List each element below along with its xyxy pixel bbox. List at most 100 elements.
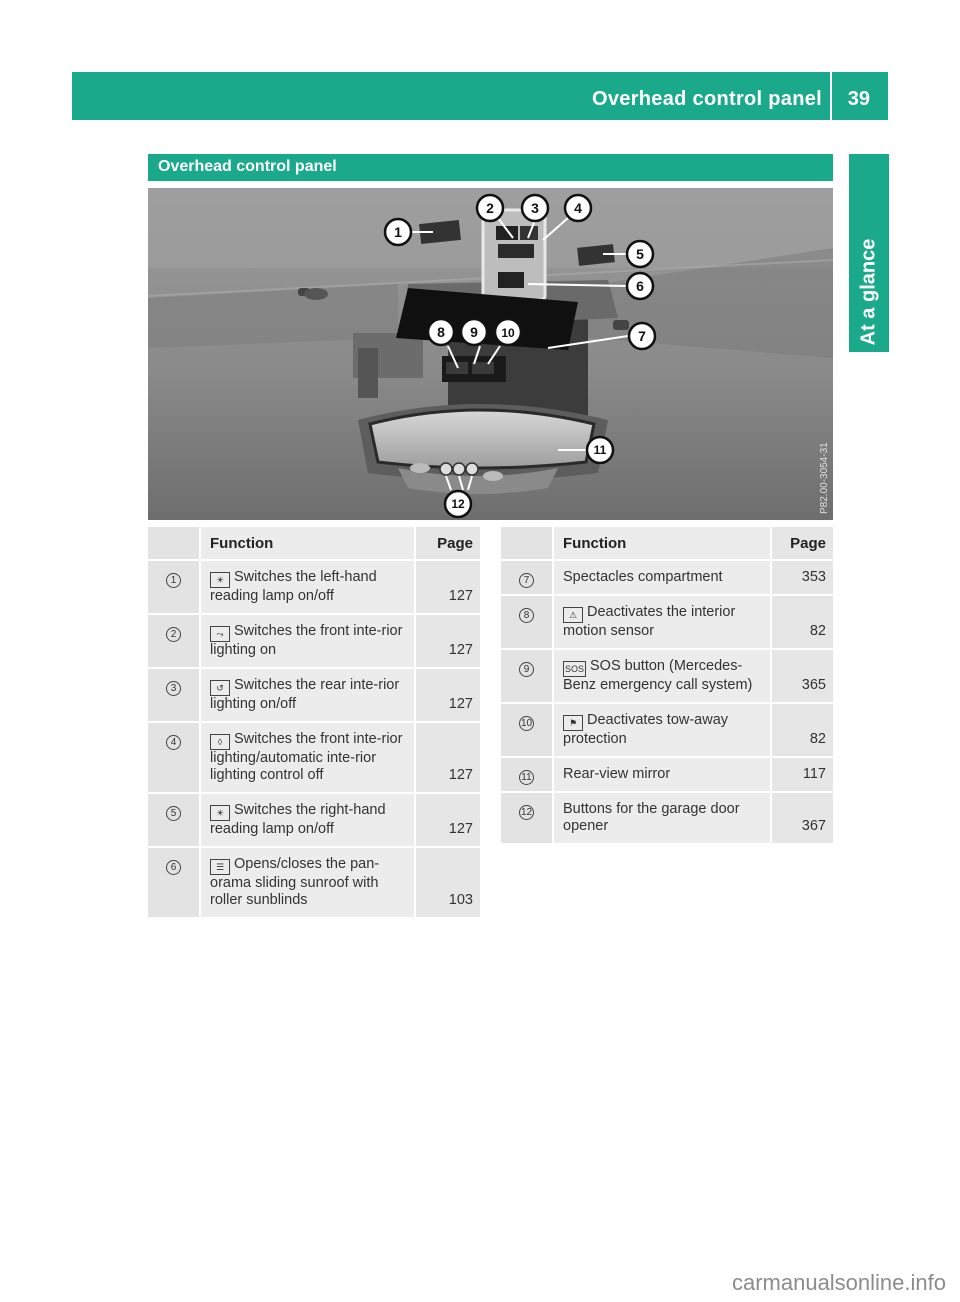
page-cell: 103 xyxy=(415,847,480,919)
callout-9: 9 xyxy=(459,317,489,347)
function-cell: ☰Opens/closes the pan-orama sliding sunr… xyxy=(200,847,416,919)
page-cell: 82 xyxy=(771,703,833,758)
page-cell: 127 xyxy=(415,560,480,615)
item-number-cell: 10 xyxy=(501,703,554,758)
table-row: 12 Buttons for the garage door opener 367 xyxy=(501,792,833,845)
table-row: 1 ☀Switches the left-hand reading lamp on… xyxy=(148,560,480,615)
callout-7: 7 xyxy=(627,321,657,351)
item-number-cell: 1 xyxy=(148,560,201,615)
item-number-cell: 6 xyxy=(148,847,201,919)
header-page: Page xyxy=(415,527,480,561)
function-text: Buttons for the garage door opener xyxy=(563,801,740,834)
page-cell: 353 xyxy=(771,560,833,596)
callout-11: 11 xyxy=(585,435,615,465)
header-number xyxy=(501,527,554,561)
sos-icon: SOS xyxy=(563,661,587,677)
item-number-cell: 3 xyxy=(148,668,201,723)
item-number-cell: 7 xyxy=(501,560,554,596)
table-row: 8 ⚠Deactivates the interior motion sensor… xyxy=(501,595,833,650)
callout-5: 5 xyxy=(625,239,655,269)
function-cell: Rear-view mirror xyxy=(553,757,772,793)
function-cell: Buttons for the garage door opener xyxy=(553,792,772,845)
item-number-badge: 3 xyxy=(166,681,181,696)
function-text: Deactivates tow-away protection xyxy=(563,712,729,747)
header-number xyxy=(148,527,201,561)
header-function: Function xyxy=(553,527,772,561)
item-number-badge: 1 xyxy=(166,573,181,588)
function-text: SOS button (Mercedes-Benz emergency call… xyxy=(563,658,753,693)
page-cell: 367 xyxy=(771,792,833,845)
table-row: 2 ⤳Switches the front inte-rior lighting … xyxy=(148,614,480,669)
table-row: 6 ☰Opens/closes the pan-orama sliding sun… xyxy=(148,847,480,919)
item-number-badge: 6 xyxy=(166,860,181,875)
sunroof-icon: ☰ xyxy=(210,859,230,875)
page-cell: 127 xyxy=(415,722,480,794)
svg-text:7: 7 xyxy=(638,328,646,344)
page-cell: 82 xyxy=(771,595,833,650)
side-tab-label: At a glance xyxy=(857,238,880,346)
function-text: Switches the front inte-rior lighting/au… xyxy=(210,731,403,783)
page-cell: 117 xyxy=(771,757,833,793)
function-text: Spectacles compartment xyxy=(563,569,723,585)
item-number-cell: 4 xyxy=(148,722,201,794)
item-number-badge: 12 xyxy=(519,805,534,820)
item-number-cell: 2 xyxy=(148,614,201,669)
item-number-badge: 2 xyxy=(166,627,181,642)
table-row: 7 Spectacles compartment 353 xyxy=(501,560,833,596)
item-number-badge: 10 xyxy=(519,716,534,731)
function-cell: ⚠Deactivates the interior motion sensor xyxy=(553,595,772,650)
function-cell: Spectacles compartment xyxy=(553,560,772,596)
callout-2: 2 xyxy=(475,193,505,223)
callout-10: 10 xyxy=(493,317,523,347)
tow-away-off-icon: ⚑ xyxy=(563,715,583,731)
lighting-off-icon: ◊ xyxy=(210,734,230,750)
side-tab xyxy=(849,154,889,352)
function-cell: ⤳Switches the front inte-rior lighting o… xyxy=(200,614,416,669)
header-divider xyxy=(830,72,832,120)
page-header-bar: Overhead control panel 39 xyxy=(72,72,888,120)
item-number-badge: 9 xyxy=(519,662,534,677)
svg-text:4: 4 xyxy=(574,200,582,216)
function-text: Deactivates the interior motion sensor xyxy=(563,604,736,639)
table-row: 3↺Switches the rear inte-rior lighting o… xyxy=(148,668,480,723)
function-text: Switches the right-hand reading lamp on/… xyxy=(210,802,386,837)
callout-6: 6 xyxy=(625,271,655,301)
page-cell: 365 xyxy=(771,649,833,704)
page-cell: 127 xyxy=(415,668,480,723)
svg-text:10: 10 xyxy=(501,326,515,340)
section-header: Overhead control panel xyxy=(148,154,833,181)
callout-3: 3 xyxy=(520,193,550,223)
function-text: Opens/closes the pan-orama sliding sunro… xyxy=(210,856,380,908)
header-function: Function xyxy=(200,527,416,561)
figure-code: P82.00-3054-31 xyxy=(819,442,830,514)
overhead-panel-photo: 1 2 3 4 5 6 7 8 9 10 11 12 P82.00-3054-3… xyxy=(148,188,833,520)
item-number-badge: 5 xyxy=(166,806,181,821)
svg-text:6: 6 xyxy=(636,278,644,294)
item-number-badge: 7 xyxy=(519,573,534,588)
page-cell: 127 xyxy=(415,793,480,848)
function-text: Switches the left-hand reading lamp on/o… xyxy=(210,569,377,604)
table-row: 4 ◊Switches the front inte-rior lighting/… xyxy=(148,722,480,794)
svg-text:8: 8 xyxy=(437,324,445,340)
item-number-badge: 8 xyxy=(519,608,534,623)
function-text: Switches the front inte-rior lighting on xyxy=(210,623,403,658)
function-table-left: Function Page 1☀Switches the left-hand r… xyxy=(148,527,480,919)
item-number-cell: 12 xyxy=(501,792,554,845)
lamp-icon: ☀ xyxy=(210,805,230,821)
callout-1: 1 xyxy=(383,217,413,247)
footer-watermark: carmanualsonline.info xyxy=(731,1270,946,1295)
table-header-row: Function Page xyxy=(501,527,833,561)
front-light-icon: ⤳ xyxy=(210,626,230,642)
svg-text:2: 2 xyxy=(486,200,494,216)
svg-text:1: 1 xyxy=(394,224,402,240)
item-number-cell: 9 xyxy=(501,649,554,704)
table-row: 5 ☀Switches the right-hand reading lamp o… xyxy=(148,793,480,848)
interior-sensor-off-icon: ⚠ xyxy=(563,607,583,623)
item-number-cell: 11 xyxy=(501,757,554,793)
function-cell: ⚑Deactivates tow-away protection xyxy=(553,703,772,758)
lamp-icon: ☀ xyxy=(210,572,230,588)
